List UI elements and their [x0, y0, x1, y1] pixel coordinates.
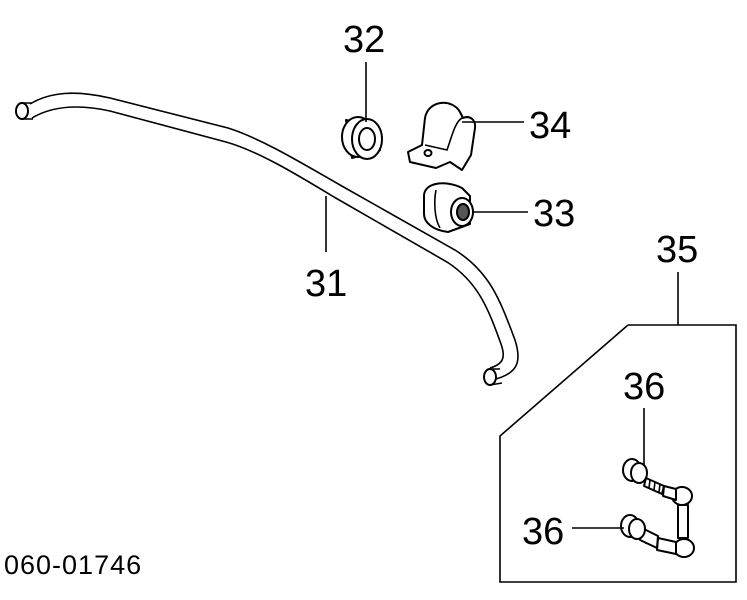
- callout-31: 31: [305, 263, 347, 305]
- leader-lines: [325, 62, 679, 529]
- callout-34: 34: [529, 105, 571, 147]
- callout-36-upper: 36: [623, 366, 665, 408]
- stabilizer-bar-right-end: [483, 368, 497, 386]
- bracket-bolt-hole: [423, 149, 433, 157]
- stabilizer-bar-left-end: [15, 102, 29, 120]
- link-kit-box: [499, 324, 737, 583]
- callout-36-lower: 36: [522, 511, 564, 553]
- stabilizer-link[interactable]: [620, 458, 695, 558]
- callout-35: 35: [656, 229, 698, 271]
- callout-33: 33: [533, 193, 575, 235]
- bushing-ring[interactable]: [341, 116, 383, 160]
- mounting-bracket[interactable]: [407, 102, 477, 171]
- callout-32: 32: [343, 19, 385, 61]
- drawing-code: 060-01746: [4, 550, 142, 580]
- insulator-bushing[interactable]: [423, 182, 474, 233]
- stabilizer-bar[interactable]: [15, 92, 519, 386]
